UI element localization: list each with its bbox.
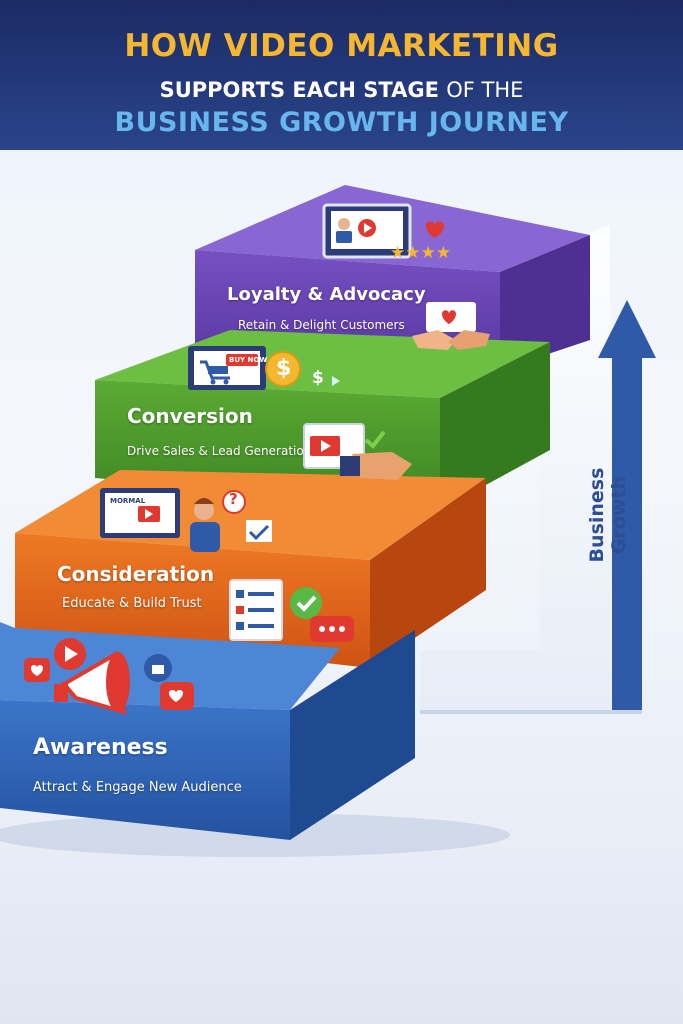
stage-subtitle-consideration: Educate & Build Trust: [62, 596, 202, 611]
growth-arrow-shaft: [612, 355, 642, 712]
buy-now-label: BUY NOW: [229, 356, 268, 364]
stage-title-consideration: Consideration: [57, 562, 215, 586]
step-awareness-front: [0, 700, 290, 840]
stage-subtitle-awareness: Attract & Engage New Audience: [33, 780, 242, 795]
step-conversion-side: [440, 342, 550, 510]
question-mark: ?: [229, 490, 238, 508]
video-handshake-icon: [303, 423, 412, 480]
svg-text:★★★★: ★★★★: [390, 243, 451, 263]
header-banner: HOW VIDEO MARKETING SUPPORTS EACH STAGE …: [0, 0, 683, 150]
growth-arrow: [420, 300, 656, 714]
title-line-2-part-2: OF THE: [446, 78, 524, 102]
business-growth-label: Business Growth: [586, 467, 630, 563]
education-icons: [100, 488, 272, 552]
title-line-2: SUPPORTS EACH STAGE OF THE: [0, 78, 683, 102]
stage-subtitle-conversion: Drive Sales & Lead Generation: [127, 444, 312, 458]
growth-arrow-head: [598, 300, 656, 358]
step-loyalty-side: [500, 235, 590, 370]
checklist-chat-icons: [229, 579, 354, 642]
dollar-label: $: [312, 368, 324, 388]
title-line-1: HOW VIDEO MARKETING: [124, 28, 559, 64]
stage-title-conversion: Conversion: [127, 404, 253, 428]
video-review-icon: ★★★★: [322, 203, 451, 263]
step-awareness-side: [290, 630, 415, 840]
title-line-2-part-1: SUPPORTS EACH STAGE: [159, 78, 439, 102]
social-megaphone-icons: [24, 638, 194, 715]
handshake-heart-icon: [412, 302, 490, 350]
dollar-coin-label: $: [276, 356, 292, 381]
stage-subtitle-loyalty: Retain & Delight Customers: [238, 318, 405, 332]
growth-baseline: [420, 710, 642, 714]
stage-title-loyalty: Loyalty & Advocacy: [227, 284, 426, 305]
shop-cart-icons: [188, 346, 340, 390]
title-line-3: BUSINESS GROWTH JOURNEY: [114, 107, 569, 138]
screen-text: MORMAL: [110, 497, 146, 505]
step-consideration-side: [370, 478, 486, 668]
stage-title-awareness: Awareness: [33, 735, 168, 760]
